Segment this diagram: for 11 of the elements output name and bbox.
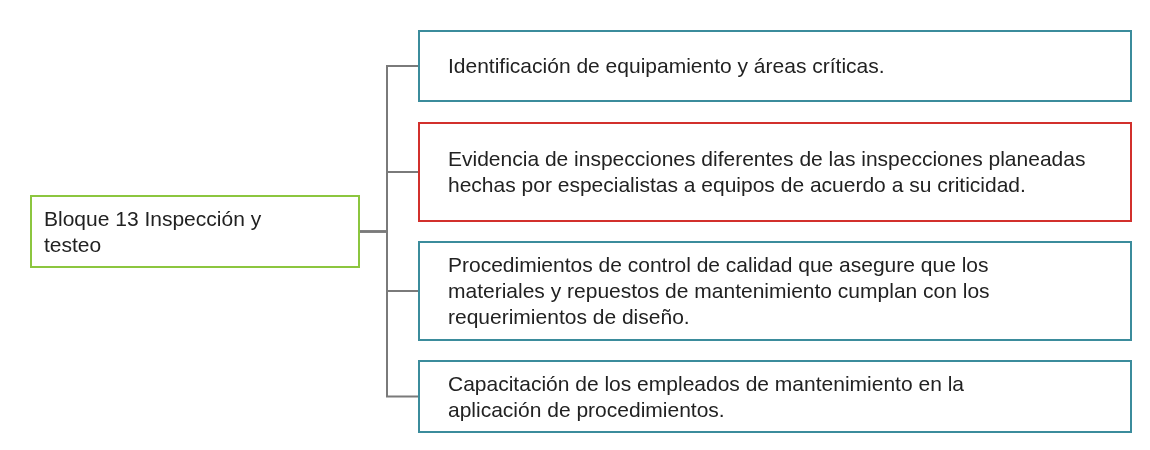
- box-text: Evidencia de inspecciones diferentes de las inspecciones planeadas hechas por especialistas a equipos de acuerdo a su criticidad.: [448, 146, 1087, 198]
- box-text: Procedimientos de control de calidad que asegure que los materiales y repuestos de mantenimiento cumplan con los requerimientos de diseño.: [448, 252, 991, 330]
- connector-line: [359, 230, 419, 398]
- text-box: [418, 241, 1132, 341]
- text-box: [418, 360, 1132, 433]
- text-box: [418, 30, 1132, 102]
- box-text: Identificación de equipamiento y áreas críticas.: [448, 53, 886, 79]
- text-box: [418, 122, 1132, 222]
- text-box: [30, 195, 360, 268]
- box-text: Bloque 13 Inspección y testeo: [44, 205, 263, 258]
- box-text: Capacitación de los empleados de mantenimiento en la aplicación de procedimientos.: [448, 370, 965, 423]
